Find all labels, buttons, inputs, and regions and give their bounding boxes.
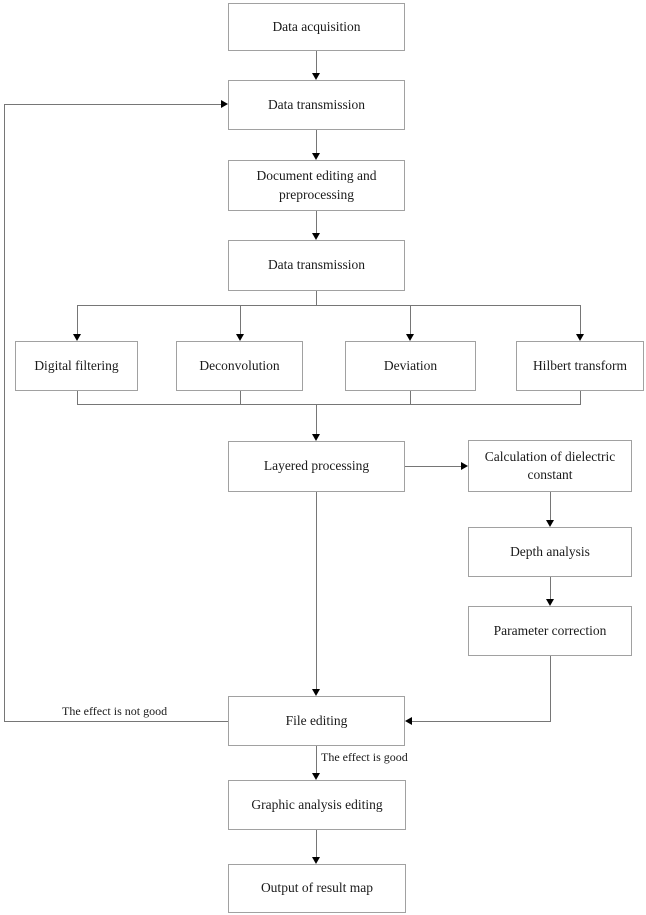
arrowhead-down-icon <box>312 153 320 160</box>
edge-parameter-correction-down <box>550 656 551 722</box>
arrowhead-right-icon <box>461 462 468 470</box>
node-label: Calculation of dielectric constant <box>484 448 616 482</box>
edge-calculation-to-depth-analysis <box>550 492 551 520</box>
node-data-acquisition: Data acquisition <box>228 3 405 51</box>
edge-bus-to-hilbert-transform <box>580 305 581 334</box>
edge-transmission2-to-bus <box>316 291 317 306</box>
arrowhead-down-icon <box>312 233 320 240</box>
arrowhead-down-icon <box>546 520 554 527</box>
node-label: Hilbert transform <box>532 357 628 373</box>
edge-layered-to-file-editing <box>316 492 317 689</box>
arrowhead-down-icon <box>312 689 320 696</box>
node-label: Deconvolution <box>199 357 280 373</box>
arrowhead-down-icon <box>312 434 320 441</box>
node-data-transmission-2: Data transmission <box>228 240 405 291</box>
edge-label-effect-good: The effect is good <box>321 750 408 764</box>
edge-bus-to-digital-filtering <box>77 305 78 334</box>
arrowhead-down-icon <box>236 334 244 341</box>
node-label: Document editing and preprocessing <box>256 168 377 202</box>
edge-split-bus <box>77 305 581 306</box>
arrowhead-down-icon <box>73 334 81 341</box>
node-parameter-correction: Parameter correction <box>468 606 632 656</box>
node-digital-filtering: Digital filtering <box>15 341 138 391</box>
edge-layered-to-calculation <box>405 466 461 467</box>
node-label: Output of result map <box>260 880 374 896</box>
node-calculation-dielectric-constant: Calculation of dielectric constant <box>468 440 632 492</box>
arrowhead-right-icon <box>221 100 228 108</box>
arrowhead-left-icon <box>405 717 412 725</box>
edge-feedback-vertical <box>4 104 5 722</box>
node-label: File editing <box>285 712 348 728</box>
edge-transmission-to-document-editing <box>316 130 317 153</box>
node-label: Parameter correction <box>493 622 607 638</box>
node-label: Deviation <box>383 357 438 373</box>
arrowhead-down-icon <box>406 334 414 341</box>
node-deviation: Deviation <box>345 341 476 391</box>
arrowhead-down-icon <box>312 773 320 780</box>
edge-feedback-bottom <box>4 721 228 722</box>
node-label: Layered processing <box>263 458 370 474</box>
node-data-transmission-1: Data transmission <box>228 80 405 130</box>
edge-deviation-to-merge <box>410 391 411 405</box>
node-output-of-result-map: Output of result map <box>228 864 406 913</box>
node-hilbert-transform: Hilbert transform <box>516 341 644 391</box>
node-label: Depth analysis <box>510 543 590 559</box>
edge-document-editing-to-transmission2 <box>316 211 317 233</box>
node-label: Data transmission <box>267 257 366 273</box>
edge-feedback-top <box>4 104 221 105</box>
arrowhead-down-icon <box>576 334 584 341</box>
node-document-editing-preprocessing: Document editing and preprocessing <box>228 160 405 211</box>
node-deconvolution: Deconvolution <box>176 341 303 391</box>
node-label: Data acquisition <box>272 18 361 34</box>
node-label: Data transmission <box>267 96 366 112</box>
edge-deconvolution-to-merge <box>240 391 241 405</box>
edge-depth-to-parameter-correction <box>550 577 551 599</box>
node-label: Graphic analysis editing <box>251 796 383 812</box>
edge-merge-to-layered-processing <box>316 404 317 434</box>
edge-digital-filtering-to-merge <box>77 391 78 405</box>
edge-label-effect-not-good: The effect is not good <box>62 704 168 718</box>
node-depth-analysis: Depth analysis <box>468 527 632 577</box>
node-layered-processing: Layered processing <box>228 441 405 492</box>
edge-file-editing-to-graphic-analysis <box>316 746 317 773</box>
node-graphic-analysis-editing: Graphic analysis editing <box>228 780 406 830</box>
arrowhead-down-icon <box>546 599 554 606</box>
edge-parameter-correction-to-file-editing <box>412 721 551 722</box>
edge-bus-to-deconvolution <box>240 305 241 334</box>
arrowhead-down-icon <box>312 857 320 864</box>
node-file-editing: File editing <box>228 696 405 746</box>
arrowhead-down-icon <box>312 73 320 80</box>
edge-merge-bus <box>77 404 581 405</box>
edge-graphic-analysis-to-output <box>316 830 317 857</box>
node-label: Digital filtering <box>34 357 119 373</box>
edge-acquisition-to-transmission <box>316 51 317 73</box>
edge-hilbert-to-merge <box>580 391 581 405</box>
edge-bus-to-deviation <box>410 305 411 334</box>
